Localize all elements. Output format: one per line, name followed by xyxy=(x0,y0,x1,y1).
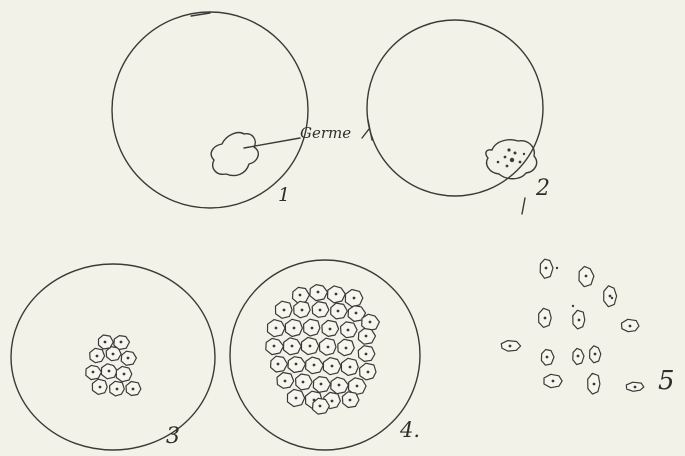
cell-nucleus xyxy=(585,275,588,278)
figure-2 xyxy=(362,20,543,214)
cell-nucleus xyxy=(593,383,596,386)
pointer-line-1 xyxy=(244,138,300,148)
cell-nucleus xyxy=(353,297,356,300)
cell-nucleus xyxy=(345,347,348,350)
cell-nucleus xyxy=(509,345,512,348)
cell-nucleus xyxy=(546,356,549,359)
cell-nucleus xyxy=(355,312,358,315)
cell-nucleus xyxy=(293,327,296,330)
cell-nucleus xyxy=(301,309,304,312)
cell-nucleus xyxy=(295,363,298,366)
cell-nucleus xyxy=(127,357,130,360)
cell-nucleus xyxy=(347,329,350,332)
germ-2-dot xyxy=(507,148,510,151)
cell-nucleus xyxy=(108,370,111,373)
germ-2-dot xyxy=(504,156,507,159)
figure-label-2: 2 xyxy=(536,178,550,200)
cell-cluster-4 xyxy=(266,285,380,415)
cell-nucleus xyxy=(335,293,338,296)
cell-nucleus xyxy=(327,346,330,349)
cell-nucleus xyxy=(552,380,555,383)
cell-nucleus xyxy=(331,400,334,403)
germ-2-dot xyxy=(506,165,509,168)
cell-nucleus xyxy=(634,386,637,389)
figure-1 xyxy=(112,12,308,208)
speck xyxy=(572,305,574,307)
cell-nucleus xyxy=(578,319,581,322)
figure-label-3: 3 xyxy=(166,426,180,448)
cell-nucleus xyxy=(545,267,548,270)
cell-nucleus xyxy=(609,295,612,298)
cell-nucleus xyxy=(349,366,352,369)
tick-2b xyxy=(522,198,525,214)
speck xyxy=(556,267,558,269)
germ-1 xyxy=(211,133,258,176)
figure-3 xyxy=(11,264,215,450)
pointer-line-2 xyxy=(362,129,369,138)
cell-nucleus xyxy=(369,321,372,324)
speck xyxy=(611,297,613,299)
cell-nucleus xyxy=(311,327,314,330)
cell-cluster-3 xyxy=(86,335,141,396)
cell-nucleus xyxy=(123,373,126,376)
cell-nucleus xyxy=(365,353,368,356)
cell-nucleus xyxy=(275,327,278,330)
germ-2-dot xyxy=(514,152,517,155)
cell-nucleus xyxy=(284,380,287,383)
cell-nucleus xyxy=(329,328,332,331)
cell-nucleus xyxy=(309,345,312,348)
cell-nucleus xyxy=(349,399,352,402)
cell-nucleus xyxy=(295,397,298,400)
figure-label-5: 5 xyxy=(658,368,675,394)
cell-nucleus xyxy=(338,384,341,387)
cell-nucleus xyxy=(320,383,323,386)
cell-nucleus xyxy=(273,345,276,348)
cell-nucleus xyxy=(367,371,370,374)
figure-5 xyxy=(501,259,644,394)
isolated-cells-5 xyxy=(501,259,644,394)
cell-nucleus xyxy=(629,325,632,328)
germ-annotation: Germe xyxy=(300,126,351,141)
cell-nucleus xyxy=(120,341,123,344)
cell-nucleus xyxy=(99,386,102,389)
cell-nucleus xyxy=(319,405,322,408)
cell-nucleus xyxy=(302,381,305,384)
cell-nucleus xyxy=(112,353,115,356)
cell-nucleus xyxy=(283,309,286,312)
germ-2-dot xyxy=(519,161,522,164)
germ-2-dot xyxy=(510,158,514,162)
germ-2-dot xyxy=(497,161,500,164)
figure-label-4: 4. xyxy=(400,420,420,441)
cell-nucleus xyxy=(337,310,340,313)
figure-4 xyxy=(230,260,420,450)
cell-nucleus xyxy=(577,355,580,358)
egg-outline-2 xyxy=(367,20,543,196)
cell-nucleus xyxy=(104,341,107,344)
cell-nucleus xyxy=(132,388,135,391)
cell-nucleus xyxy=(365,335,368,338)
cell-nucleus xyxy=(594,353,597,356)
figure-label-1: 1 xyxy=(278,186,290,205)
cell-nucleus xyxy=(116,388,119,391)
cell-nucleus xyxy=(299,294,302,297)
cell-nucleus xyxy=(92,371,95,374)
germ-2-dot xyxy=(523,153,525,155)
cell-nucleus xyxy=(277,363,280,366)
cell-nucleus xyxy=(96,355,99,358)
cell-nucleus xyxy=(356,385,359,388)
cell-nucleus xyxy=(544,317,547,320)
cell-nucleus xyxy=(319,309,322,312)
cell-nucleus xyxy=(331,365,334,368)
cell-nucleus xyxy=(317,291,320,294)
cell-nucleus xyxy=(291,345,294,348)
cell-nucleus xyxy=(313,364,316,367)
egg-outline-1 xyxy=(112,12,308,208)
